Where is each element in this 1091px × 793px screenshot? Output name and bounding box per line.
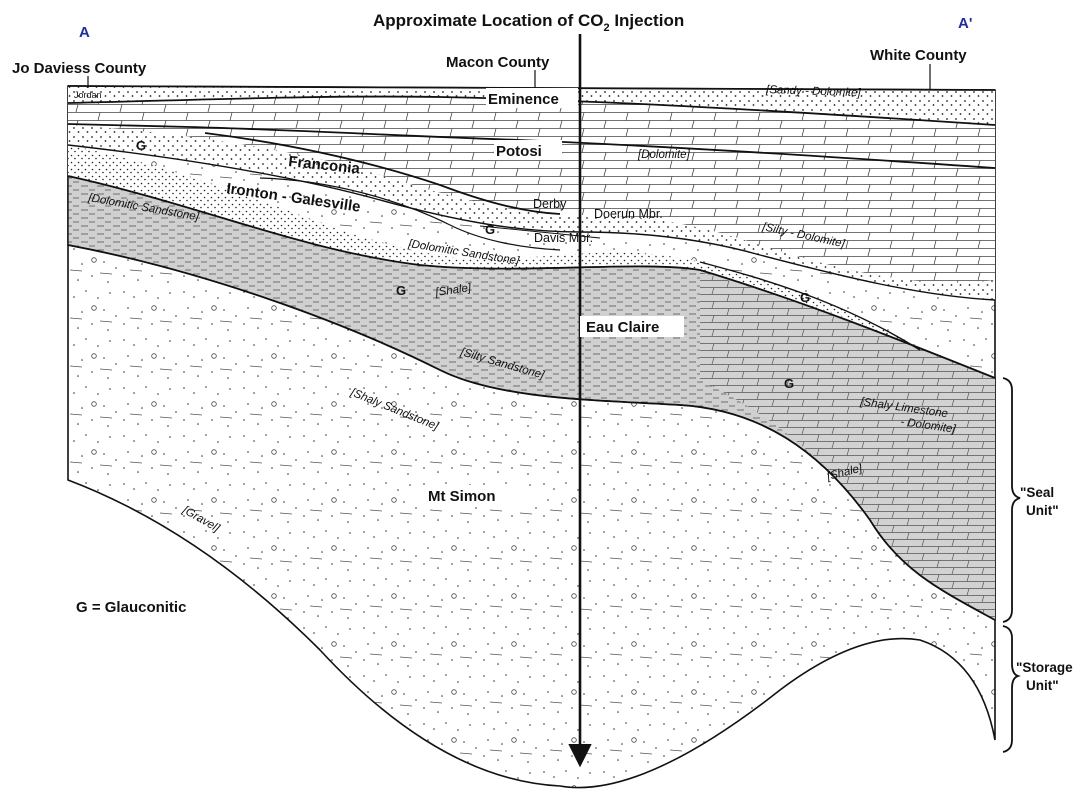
endpoint-a-label: A — [79, 24, 90, 41]
storage-unit-bracket — [1003, 626, 1018, 752]
seal-unit-label-line2: Unit" — [1026, 503, 1059, 518]
formation-eau-claire: Eau Claire — [586, 319, 659, 336]
lith-dolomite: [Dolomite] — [637, 149, 691, 161]
glauconitic-marker: G — [784, 376, 794, 391]
diagram-title: Approximate Location of CO2 Injection — [373, 11, 684, 34]
glauconitic-marker: G — [485, 222, 495, 237]
storage-unit-label-line2: Unit" — [1026, 678, 1059, 693]
legend-glauconitic: G = Glauconitic — [76, 599, 186, 616]
seal-unit-bracket — [1003, 378, 1020, 622]
glauconitic-marker: G — [136, 138, 146, 153]
seal-unit-label-line1: "Seal — [1020, 485, 1054, 500]
county-jo-daviess: Jo Daviess County — [12, 60, 147, 77]
county-white: White County — [870, 47, 967, 64]
county-macon: Macon County — [446, 54, 550, 71]
member-davis: Davis Mbr. — [534, 231, 593, 245]
member-doerun: Doerun Mbr. — [594, 207, 663, 221]
formation-jordan: Jordan — [74, 90, 102, 100]
formation-potosi: Potosi — [496, 143, 542, 160]
endpoint-a-prime-label: A' — [958, 15, 972, 32]
formation-eminence: Eminence — [488, 91, 559, 108]
formation-mt-simon: Mt Simon — [428, 488, 496, 505]
glauconitic-marker: G — [396, 283, 406, 298]
member-derby: Derby — [533, 197, 567, 211]
storage-unit-label-line1: "Storage — [1016, 660, 1073, 675]
glauconitic-marker: G — [800, 290, 810, 305]
